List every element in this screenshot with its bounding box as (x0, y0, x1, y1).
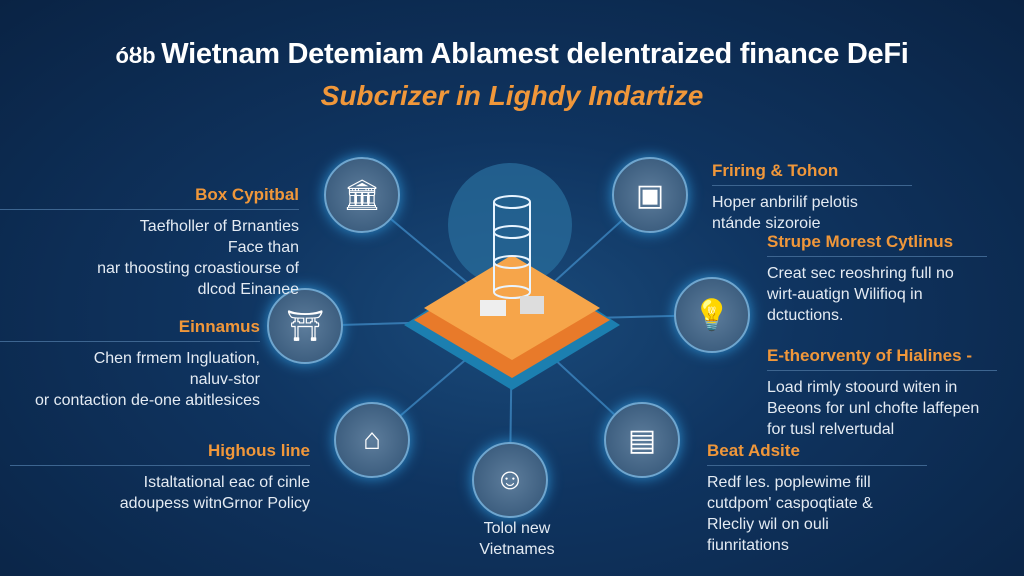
info-block-strupe: Strupe Morest Cytlinus Creat sec reoshri… (767, 231, 987, 326)
block-title: Beat Adsite (707, 440, 927, 466)
glow-circle (448, 163, 572, 287)
block-line: Load rimly stoourd witen in (767, 379, 958, 396)
people-icon: ☺ (472, 442, 548, 518)
house-icon: ⌂ (334, 402, 410, 478)
info-block-etheorventy: E-theorventy of Hialines - Load rimly st… (767, 345, 997, 440)
block-line: for tusl relvertudal (767, 421, 895, 438)
block-title: Strupe Morest Cytlinus (767, 231, 987, 257)
info-block-friring: Friring & Tohon Hoper anbrilif pelotis nt… (712, 160, 912, 234)
platform-top (424, 255, 600, 360)
block-line: cutdpom' caspoqtiate & (707, 495, 873, 512)
block-line: Istaltational eac of cinle (143, 474, 310, 491)
block-line: Creat sec reoshring full no (767, 265, 954, 282)
coin-stack-icon (480, 300, 506, 316)
block-line: ntánde sizoroie (712, 215, 821, 232)
block-title: Highous line (10, 440, 310, 466)
info-block-highous-line: Highous line Istaltational eac of cinle a… (10, 440, 310, 514)
page-subtitle: Subcrizer in Lighdy Indartize (320, 80, 704, 111)
bank-icon: 🏛 (324, 157, 400, 233)
block-line: Taefholler of Brnanties (139, 218, 299, 235)
block-title: Box Cypitbal (0, 184, 299, 210)
cart-icon: ▣ (612, 157, 688, 233)
block-line: Tolol new (483, 520, 551, 537)
block-line: dlcod Einanee (197, 281, 299, 298)
block-line: Rlecliy wil on ouli (707, 516, 829, 533)
block-line: fiunritations (707, 537, 789, 554)
block-line: nar thoosting croastiourse of (97, 260, 299, 277)
temple-icon: ⛩ (267, 288, 343, 364)
block-line: wirt-auatign Wilifioq in (767, 286, 923, 303)
block-line: Hoper anbrilif pelotis (712, 194, 858, 211)
box-icon (520, 296, 544, 314)
lightbulb-icon: 💡 (674, 277, 750, 353)
info-block-einnamus: Einnamus Chen frmem Ingluation, naluv-sto… (0, 316, 260, 411)
block-line: Beeons for unl chofte laffepen (767, 400, 980, 417)
block-line: Redf les. poplewime fill (707, 474, 871, 491)
block-title: Einnamus (0, 316, 260, 342)
block-line: dctuctions. (767, 307, 844, 324)
block-line: adoupess witnGrnor Policy (119, 495, 310, 512)
block-line: Face than (227, 239, 299, 256)
block-line: Chen frmem Ingluation, (93, 350, 260, 367)
block-title: Friring & Tohon (712, 160, 912, 186)
title-text: Wietnam Detemiam Ablamest delentraized f… (161, 38, 909, 70)
block-line: naluv-stor (189, 371, 260, 388)
database-cylinder-icon (493, 195, 531, 299)
block-title: E-theorventy of Hialines - (767, 345, 997, 371)
document-icon: ▤ (604, 402, 680, 478)
block-line: Vietnames (479, 541, 555, 558)
block-line: or contaction de-one abitlesices (34, 392, 260, 409)
info-block-beat-adsite: Beat Adsite Redf les. poplewime fill cutd… (707, 440, 927, 556)
logo-icon: óȣb (115, 43, 156, 68)
